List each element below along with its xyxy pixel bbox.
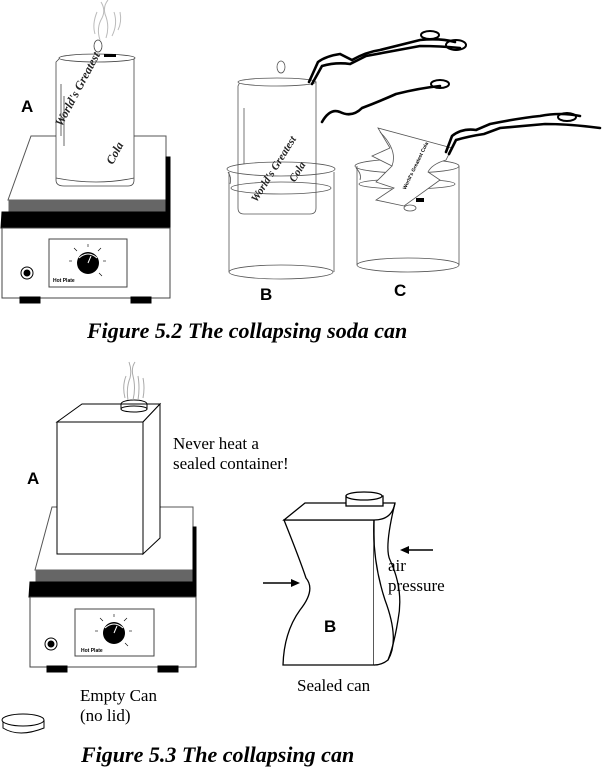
fig52-label-a: A — [21, 97, 34, 116]
fig52-steam-icon — [93, 0, 122, 41]
fig53-label-a: A — [27, 469, 40, 488]
fig53-air-pressure-arrows-icon — [263, 546, 433, 587]
fig52-label-b: B — [260, 285, 273, 304]
fig52-knob-icon — [69, 244, 106, 277]
fig52-tongs-c-icon — [444, 112, 602, 156]
fig52-caption: Figure 5.2 The collapsing soda can — [87, 318, 408, 343]
fig52-label-c: C — [394, 281, 407, 300]
fig52-crushed-can-c — [371, 127, 453, 212]
fig53-warning-line1: Never heat a — [173, 434, 259, 453]
fig53-empty-can-line2: (no lid) — [80, 706, 131, 725]
fig52-hot-plate-label: Hot Plate — [53, 278, 75, 284]
fig53-knob-icon — [95, 614, 132, 647]
fig53-empty-can-line1: Empty Can — [80, 686, 157, 705]
fig53-lid-icon — [1, 713, 45, 734]
fig53-sealed-can-b — [282, 491, 401, 666]
fig53-air-label-line2: pressure — [388, 576, 445, 595]
fig53-caption: Figure 5.3 The collapsing can — [81, 742, 355, 767]
fig52-soda-can-a — [55, 39, 136, 187]
fig53-air-label-line1: air — [388, 556, 406, 575]
fig52-beaker-b — [226, 161, 336, 280]
fig52-soda-can-b — [237, 60, 317, 215]
fig52-tongs-b-icon — [307, 30, 467, 124]
fig53-steam-icon — [123, 361, 145, 401]
fig53-hot-plate-label: Hot Plate — [81, 648, 103, 654]
fig53-sealed-can-label: Sealed can — [297, 676, 371, 695]
fig53-metal-can-a — [55, 399, 162, 556]
fig53-warning-line2: sealed container! — [173, 454, 289, 473]
fig53-label-b: B — [324, 617, 337, 636]
